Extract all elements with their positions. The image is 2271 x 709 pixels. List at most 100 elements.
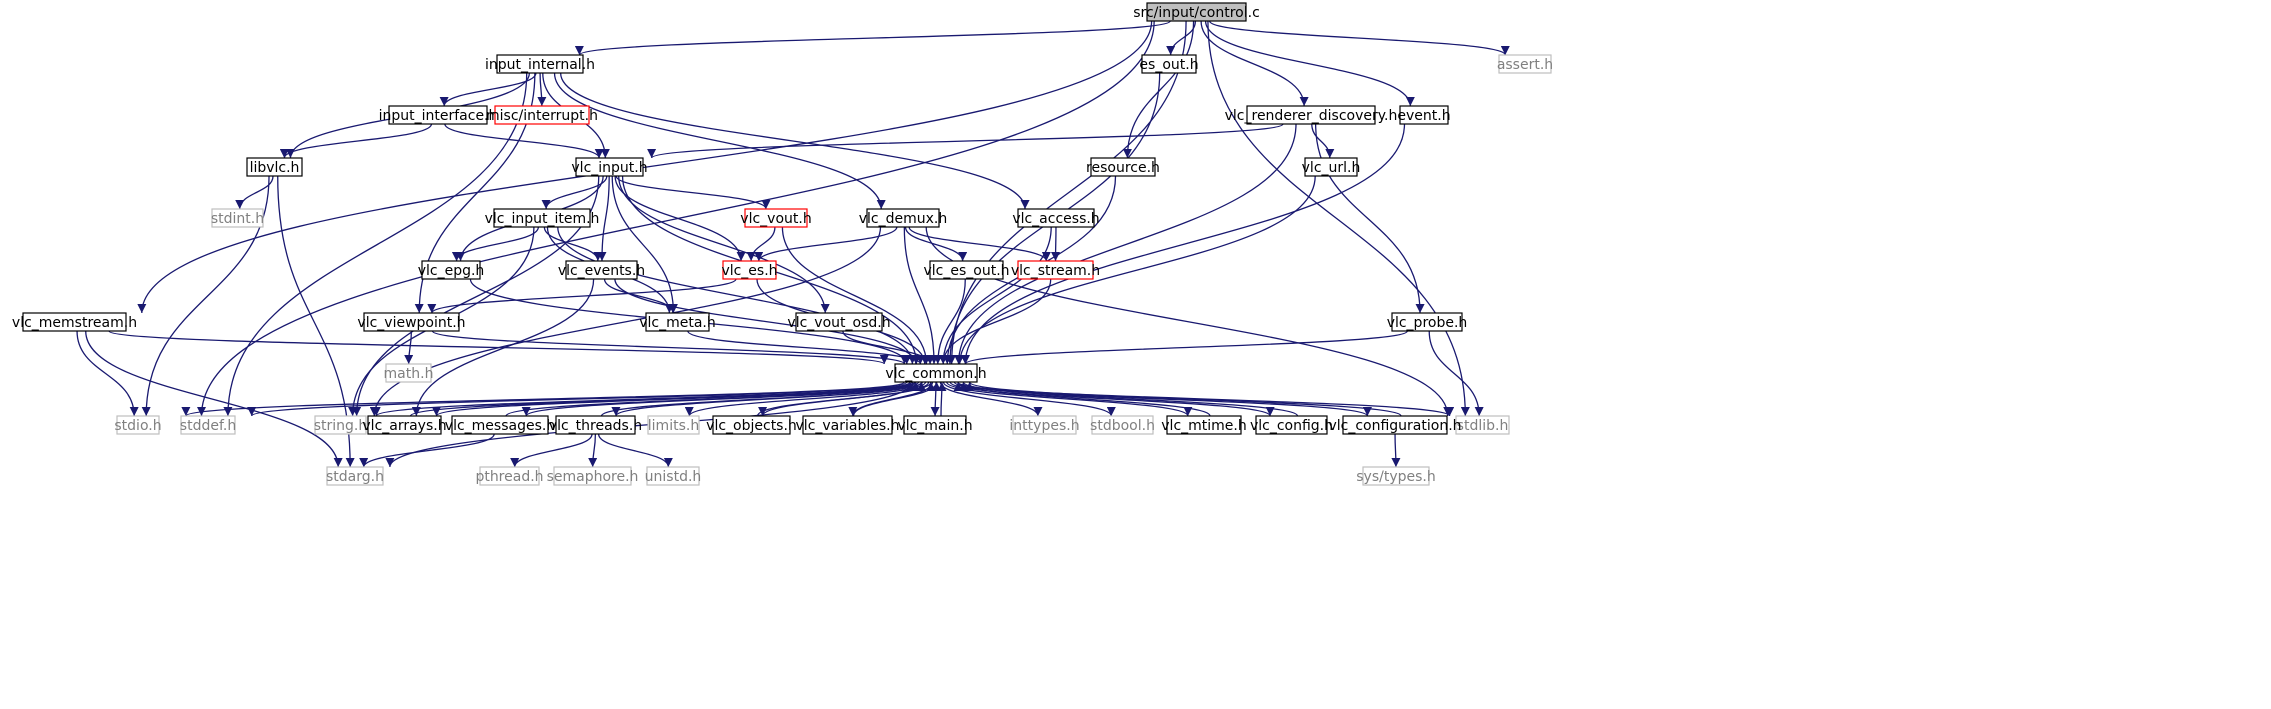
edge-control_c-to-input_internal_h: [575, 20, 1171, 56]
node-label: vlc_viewpoint.h: [357, 315, 465, 331]
node-label: vlc_url.h: [1302, 160, 1361, 176]
node-label: vlc_variables.h: [796, 418, 900, 434]
node-vlc-es-out-h[interactable]: vlc_es_out.h: [923, 260, 1010, 280]
node-box: [1391, 312, 1463, 332]
node-stdio-h[interactable]: stdio.h: [114, 415, 162, 435]
node-box: [647, 415, 700, 435]
node-vlc-stream-h[interactable]: vlc_stream.h: [1011, 260, 1100, 280]
node-vlc-access-h[interactable]: vlc_access.h: [1012, 208, 1100, 228]
node-vlc-input-item-h[interactable]: vlc_input_item.h: [485, 208, 600, 228]
node-input-interface-h[interactable]: input_interface.h: [379, 105, 498, 125]
node-sys-types-h[interactable]: sys/types.h: [1356, 466, 1436, 486]
edge-vlc_input_item_h-to-vlc_epg_h: [452, 226, 540, 262]
edge-vlc_objects_h-to-vlc_common_h: [756, 381, 936, 417]
edge-vlc_main_h-to-vlc_common_h: [937, 381, 947, 417]
node-vlc-probe-h[interactable]: vlc_probe.h: [1387, 312, 1468, 332]
node-box: [246, 157, 303, 177]
node-semaphore-h[interactable]: semaphore.h: [547, 466, 639, 486]
node-label: stdio.h: [114, 418, 161, 434]
node-vlc-main-h[interactable]: vlc_main.h: [897, 415, 973, 435]
edge-vlc_messages_h-to-vlc_common_h: [505, 381, 921, 417]
node-box: [929, 260, 1004, 280]
node-vlc-variables-h[interactable]: vlc_variables.h: [796, 415, 900, 435]
node-math-h[interactable]: math.h: [384, 363, 434, 383]
node-label: vlc_probe.h: [1387, 315, 1468, 331]
edge-vlc_common_h-to-vlc_configuration_h: [953, 381, 1372, 417]
node-vlc-messages-h[interactable]: vlc_messages.h: [445, 415, 555, 435]
node-box: [1017, 260, 1094, 280]
node-label: vlc_input_item.h: [485, 211, 600, 227]
node-label: vlc_demux.h: [859, 211, 948, 227]
node-label: vlc_renderer_discovery.h: [1225, 108, 1398, 124]
node-box: [388, 105, 488, 125]
edge-input_internal_h-to-misc_interrupt_h: [537, 72, 547, 107]
node-box: [1146, 2, 1247, 22]
node-stddef-h[interactable]: stddef.h: [180, 415, 236, 435]
node-box: [553, 466, 632, 486]
edge-vlc_input_h-to-vlc_es_h: [614, 175, 746, 262]
node-vlc-viewpoint-h[interactable]: vlc_viewpoint.h: [357, 312, 466, 332]
node-control-c[interactable]: src/input/control.c: [1133, 2, 1260, 22]
node-vlc-objects-h[interactable]: vlc_objects.h: [706, 415, 797, 435]
edge-vlc_input_item_h-to-vlc_events_h: [543, 226, 603, 262]
node-box: [363, 312, 460, 332]
node-vlc-vout-h[interactable]: vlc_vout.h: [740, 208, 812, 228]
edge-vlc_configuration_h-to-sys_types_h: [1391, 433, 1401, 468]
node-string-h[interactable]: string.h: [314, 415, 368, 435]
edge-vlc_vout_h-to-vlc_common_h: [781, 226, 931, 365]
node-box: [326, 466, 384, 486]
node-libvlc-h[interactable]: libvlc.h: [246, 157, 303, 177]
node-label: semaphore.h: [547, 469, 639, 485]
edge-vlc_common_h-to-stddef_h: [247, 381, 908, 417]
edge-input_interface_h-to-libvlc_h: [279, 123, 433, 159]
edge-control_c-to-stdlib_h: [1207, 20, 1470, 417]
node-unistd-h[interactable]: unistd.h: [645, 466, 702, 486]
node-vlc-mtime-h[interactable]: vlc_mtime.h: [1161, 415, 1247, 435]
node-inttypes-h[interactable]: inttypes.h: [1009, 415, 1080, 435]
node-input-internal-h[interactable]: input_internal.h: [485, 54, 595, 74]
node-box: [565, 260, 638, 280]
node-box: [385, 363, 432, 383]
node-box: [894, 363, 978, 383]
node-box: [116, 415, 160, 435]
node-vlc-url-h[interactable]: vlc_url.h: [1302, 157, 1361, 177]
edge-vlc_input_h-to-vlc_vout_h: [615, 175, 771, 210]
node-vlc-arrays-h[interactable]: vlc_arrays.h: [362, 415, 447, 435]
node-pthread-h[interactable]: pthread.h: [475, 466, 544, 486]
node-stdint-h[interactable]: stdint.h: [211, 208, 264, 228]
node-label: vlc_events.h: [558, 263, 645, 279]
node-stdarg-h[interactable]: stdarg.h: [326, 466, 384, 486]
node-stdbool-h[interactable]: stdbool.h: [1090, 415, 1155, 435]
edge-vlc_threads_h-to-semaphore_h: [588, 433, 598, 468]
edge-input_interface_h-to-vlc_input_h: [444, 123, 604, 159]
node-vlc-renderer-discovery-h[interactable]: vlc_renderer_discovery.h: [1225, 105, 1398, 125]
node-vlc-events-h[interactable]: vlc_events.h: [558, 260, 645, 280]
edge-vlc_renderer_discovery_h-to-vlc_input_h: [647, 123, 1284, 159]
node-vlc-meta-h[interactable]: vlc_meta.h: [639, 312, 716, 332]
node-vlc-es-h[interactable]: vlc_es.h: [721, 260, 778, 280]
node-vlc-threads-h[interactable]: vlc_threads.h: [549, 415, 642, 435]
node-vlc-epg-h[interactable]: vlc_epg.h: [418, 260, 485, 280]
edge-vlc_es_out_h-to-vlc_common_h: [933, 278, 966, 365]
node-label: unistd.h: [645, 469, 702, 485]
edge-vlc_memstream_h-to-vlc_common_h: [108, 330, 889, 365]
node-box: [903, 415, 967, 435]
edge-vlc_common_h-to-stdbool_h: [942, 381, 1116, 417]
node-vlc-configuration-h[interactable]: vlc_configuration.h: [1328, 415, 1462, 435]
node-vlc-vout-osd-h[interactable]: vlc_vout_osd.h: [787, 312, 891, 332]
node-assert-h[interactable]: assert.h: [1497, 54, 1553, 74]
node-vlc-config-h[interactable]: vlc_config.h: [1250, 415, 1333, 435]
node-stdlib-h[interactable]: stdlib.h: [1455, 415, 1510, 435]
node-vlc-common-h[interactable]: vlc_common.h: [885, 363, 987, 383]
node-limits-h[interactable]: limits.h: [647, 415, 700, 435]
node-vlc-memstream-h[interactable]: vlc_memstream.h: [12, 312, 137, 332]
node-es-out-h[interactable]: es_out.h: [1139, 54, 1199, 74]
node-label: stdlib.h: [1457, 418, 1509, 434]
node-event-h[interactable]: event.h: [1397, 105, 1451, 125]
node-misc-interrupt-h[interactable]: misc/interrupt.h: [486, 105, 598, 125]
node-vlc-input-h[interactable]: vlc_input.h: [571, 157, 648, 177]
node-label: limits.h: [648, 418, 699, 434]
node-resource-h[interactable]: resource.h: [1086, 157, 1160, 177]
node-vlc-demux-h[interactable]: vlc_demux.h: [859, 208, 948, 228]
edge-vlc_demux_h-to-vlc_common_h: [903, 226, 939, 365]
